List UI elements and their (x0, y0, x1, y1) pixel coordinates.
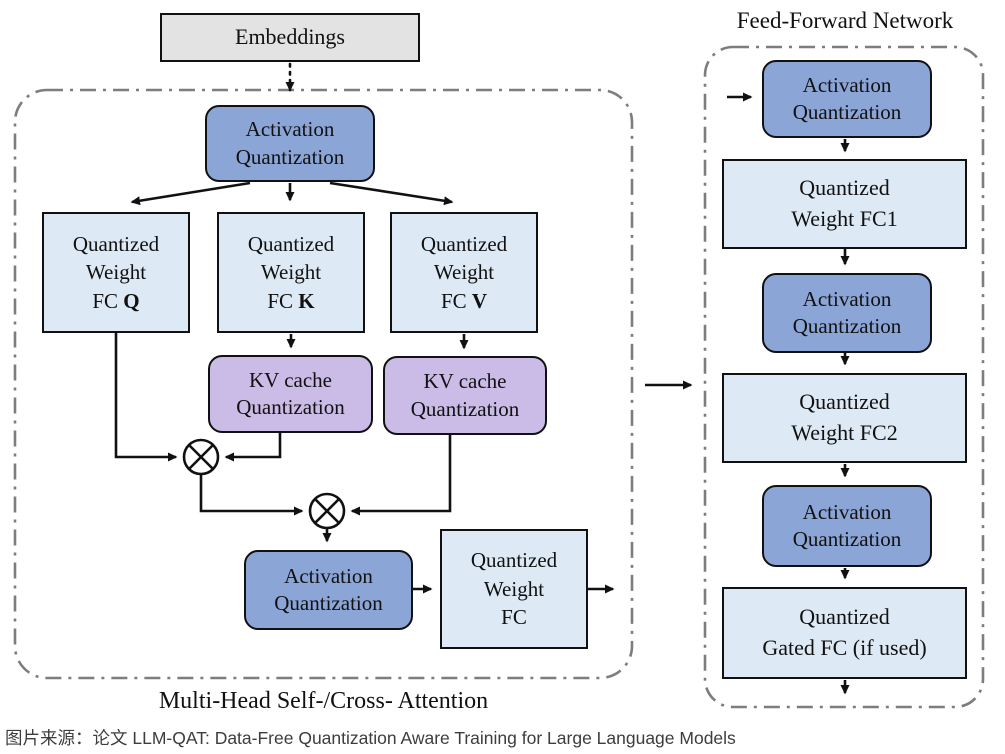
quantized-weight-fc2-box: Quantized Weight FC2 (722, 373, 967, 463)
image-source-caption: 图片来源：论文 LLM-QAT: Data-Free Quantization … (5, 728, 736, 748)
quantized-weight-fc-output-box: Quantized Weight FC (440, 529, 588, 649)
box-label: Quantized (470, 548, 558, 573)
multiply-node-qk-icon (182, 438, 220, 476)
box-label: Weight (260, 260, 322, 285)
box-label: Quantization (792, 527, 902, 551)
box-label: Quantized (420, 231, 508, 256)
ffn-activation-quantization-3-box: Activation Quantization (762, 485, 932, 567)
box-label: Weight (85, 260, 147, 285)
box-label: Weight (433, 260, 495, 285)
box-label: Quantized (799, 175, 890, 201)
attention-panel-caption: Multi-Head Self-/Cross- Attention (158, 688, 489, 714)
quantized-weight-fc-q-box: Quantized Weight FC Q (42, 212, 190, 333)
box-label: Weight FC1 (791, 206, 898, 231)
quantized-weight-fc1-box: Quantized Weight FC1 (722, 159, 967, 249)
box-label: Activation (245, 117, 335, 142)
multiply-node-v-icon (308, 492, 346, 530)
flow-arrows (114, 62, 850, 695)
ffn-panel-border (703, 45, 985, 709)
box-label: Quantized (799, 604, 890, 630)
attention-activation-quantization-in-box: Activation Quantization (205, 105, 375, 182)
box-label: Quantized (799, 389, 890, 415)
box-label: FC K (267, 288, 315, 313)
ffn-activation-quantization-1-box: Activation Quantization (762, 60, 932, 138)
box-label: Gated FC (if used) (762, 635, 927, 660)
box-label: Activation (284, 563, 373, 588)
box-label: FC Q (92, 288, 140, 313)
box-label: KV cache (249, 367, 332, 392)
box-label: Activation (802, 499, 892, 524)
box-label: FC (501, 605, 527, 630)
box-label: Quantization (410, 396, 520, 421)
box-label: Activation (802, 72, 892, 97)
quantized-gated-fc-box: Quantized Gated FC (if used) (722, 587, 967, 679)
box-label: Quantization (235, 144, 345, 169)
box-label: Quantized (247, 231, 335, 256)
box-label: Quantization (792, 314, 902, 338)
box-label: Weight (483, 576, 545, 601)
quantized-weight-fc-v-box: Quantized Weight FC V (390, 212, 538, 333)
ffn-panel-title: Feed-Forward Network (736, 8, 954, 33)
box-label: Quantized (72, 231, 160, 256)
box-label: Activation (802, 286, 892, 311)
attention-activation-quantization-out-box: Activation Quantization (244, 550, 413, 630)
box-label: Quantization (236, 395, 345, 419)
kv-cache-quantization-v-box: KV cache Quantization (383, 356, 547, 435)
embeddings-box: Embeddings (160, 13, 420, 62)
quantized-weight-fc-k-box: Quantized Weight FC K (217, 212, 365, 333)
embeddings-label: Embeddings (235, 24, 345, 50)
kv-cache-quantization-k-box: KV cache Quantization (208, 355, 373, 433)
box-label: KV cache (423, 369, 507, 394)
box-label: Quantization (274, 591, 383, 615)
attention-panel-border (13, 88, 634, 680)
box-label: Weight FC2 (791, 420, 898, 445)
box-label: FC V (440, 288, 488, 313)
box-label: Quantization (792, 100, 902, 124)
ffn-activation-quantization-2-box: Activation Quantization (762, 273, 932, 353)
